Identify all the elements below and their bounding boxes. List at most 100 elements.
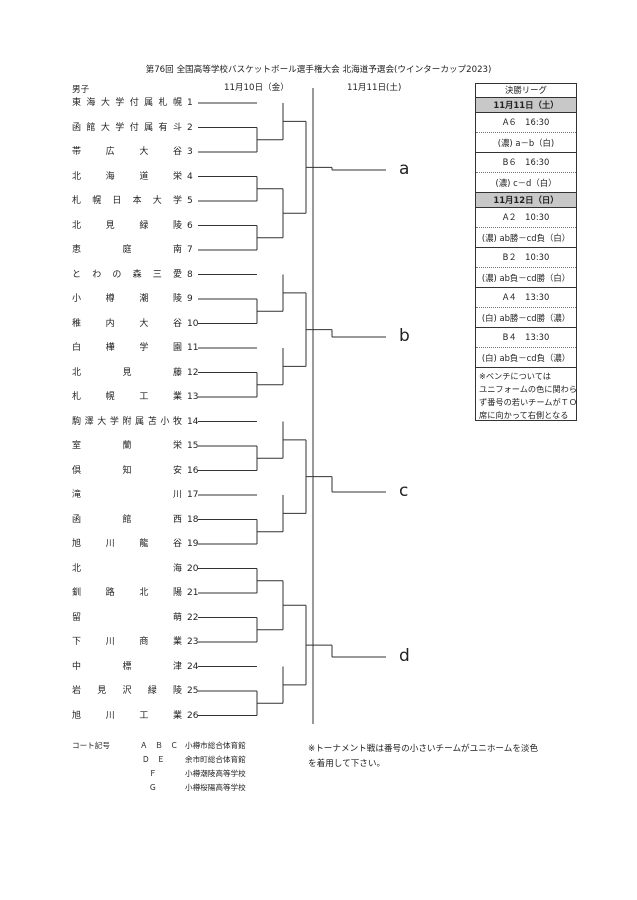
- court-venue: 小樽市総合体育館: [185, 741, 246, 750]
- pool-label: b: [399, 326, 410, 346]
- team-seed-number: 12: [187, 367, 199, 378]
- court-venue: 小樽桜陽高等学校: [185, 783, 246, 792]
- league-game: A２ 10:30 (濃) ab勝－cd負（白）: [476, 208, 576, 248]
- court-code: Ｆ: [149, 769, 157, 778]
- league-day-header: 11月11日（土）: [476, 98, 576, 113]
- game-matchup: (濃) ab負－cd勝（白）: [481, 273, 571, 283]
- team-name: 白樺学園: [72, 343, 182, 353]
- uniform-footnote: ※トーナメント戦は番号の小さいチームがユニホームを淡色 を着用して下さい。: [308, 742, 538, 772]
- team-name: 北見緑陵: [72, 220, 182, 231]
- bench-note: ※ベンチについては ユニフォームの色に関わら ず番号の若いチームがＴＯ 席に向か…: [476, 368, 578, 424]
- bench-note-line: ず番号の若いチームがＴＯ: [479, 397, 578, 407]
- pool-label: c: [399, 481, 409, 501]
- team-seed-number: 10: [187, 318, 199, 329]
- team-seed-number: 17: [187, 490, 199, 500]
- game-time: A２ 10:30: [476, 208, 576, 228]
- game-matchup: (濃) c－d（白）: [495, 178, 557, 188]
- team-name: 札幌日本大学: [72, 196, 182, 206]
- team-seed-number: 2: [187, 122, 193, 133]
- court-code: Ｄ Ｅ: [142, 755, 165, 764]
- final-league-box: 決勝リーグ 11月11日（土） A６ 16:30 (濃) a－b（白) B６ 1…: [475, 83, 577, 421]
- team-seed-number: 24: [187, 661, 199, 672]
- team-seed-number: 3: [187, 147, 193, 157]
- team-seed-number: 19: [187, 539, 199, 549]
- court-venue: 余市町総合体育館: [185, 755, 246, 764]
- team-name: 滝川: [72, 490, 182, 500]
- team-name: 下川商業: [72, 637, 182, 647]
- team-seed-number: 18: [187, 514, 199, 525]
- division-label: 男子: [72, 85, 90, 95]
- bench-note-line: ユニフォームの色に関わら: [479, 384, 578, 394]
- game-time: B６ 16:30: [476, 153, 576, 173]
- team-name: 北見藤: [72, 367, 182, 378]
- league-game: A４ 13:30 (白) ab勝－cd勝（濃）: [476, 288, 576, 328]
- team-name: 留萌: [72, 612, 182, 623]
- league-game: A６ 16:30 (濃) a－b（白): [476, 113, 576, 153]
- team-seed-number: 14: [187, 416, 199, 427]
- team-seed-number: 7: [187, 245, 193, 255]
- league-game: B６ 16:30 (濃) c－d（白）: [476, 153, 576, 193]
- team-name: 帯広大谷: [72, 147, 182, 157]
- pool-label: a: [399, 159, 410, 179]
- team-name: 釧路北陽: [72, 588, 182, 598]
- team-name: 恵庭南: [72, 245, 182, 255]
- team-name: 小樽潮陵: [72, 294, 182, 304]
- team-seed-number: 16: [187, 465, 199, 476]
- court-code: Ａ Ｂ Ｃ: [140, 741, 178, 750]
- team-seed-number: 11: [187, 343, 199, 353]
- team-seed-number: 4: [187, 171, 193, 182]
- game-time: B４ 13:30: [476, 328, 576, 348]
- footnote-line: ※トーナメント戦は番号の小さいチームがユニホームを淡色: [308, 744, 539, 754]
- team-seed-number: 22: [187, 612, 199, 623]
- game-matchup: (白) ab負－cd負（濃）: [481, 353, 571, 363]
- pool-label: d: [399, 646, 410, 666]
- team-name: 北海: [72, 563, 182, 574]
- team-seed-number: 23: [187, 637, 199, 647]
- team-seed-number: 20: [187, 563, 199, 574]
- team-name: 駒澤大学附属苫小牧: [72, 416, 182, 427]
- team-seed-number: 6: [187, 220, 193, 231]
- league-game: B４ 13:30 (白) ab負－cd負（濃）: [476, 328, 576, 368]
- court-code-label: コート記号: [72, 741, 110, 750]
- team-seed-number: 21: [187, 588, 199, 598]
- team-seed-number: 5: [187, 196, 193, 206]
- team-seed-number: 26: [187, 710, 199, 721]
- team-seed-number: 25: [187, 686, 199, 696]
- team-name: 倶知安: [72, 465, 182, 476]
- team-name: 旭川工業: [72, 710, 182, 721]
- date-round-1: 11月10日（金）: [224, 83, 289, 93]
- league-day-header: 11月12日（日）: [476, 193, 576, 208]
- game-matchup: (白) ab勝－cd勝（濃）: [481, 313, 571, 323]
- game-matchup: (濃) a－b（白): [497, 138, 555, 148]
- team-name: 東海大学付属札幌: [72, 98, 182, 108]
- team-seed-number: 9: [187, 294, 193, 304]
- bench-note-line: 席に向かって右側となる: [479, 410, 569, 420]
- team-name: 札幌工業: [72, 392, 182, 402]
- bench-note-line: ※ベンチについては: [479, 371, 551, 381]
- page-title: 第76回 全国高等学校バスケットボール選手権大会 北海道予選会(ウインターカップ…: [145, 65, 492, 75]
- team-seed-number: 1: [187, 98, 193, 108]
- league-game: B２ 10:30 (濃) ab負－cd勝（白）: [476, 248, 576, 288]
- game-time: B２ 10:30: [476, 248, 576, 268]
- team-seed-number: 13: [187, 392, 199, 402]
- team-name: 函館大学付属有斗: [72, 122, 182, 133]
- game-time: A４ 13:30: [476, 288, 576, 308]
- team-name: 函館西: [72, 514, 182, 525]
- court-code: Ｇ: [149, 783, 157, 792]
- game-time: A６ 16:30: [476, 113, 576, 133]
- date-round-2: 11月11日(土): [347, 83, 402, 93]
- team-seed-number: 8: [187, 269, 193, 280]
- league-title: 決勝リーグ: [476, 84, 576, 98]
- team-name: 室蘭栄: [72, 441, 182, 451]
- court-venue: 小樽潮陵高等学校: [185, 769, 246, 778]
- team-name: 岩見沢緑陵: [72, 686, 182, 696]
- team-name: とわの森三愛: [72, 269, 182, 280]
- team-name: 北海道栄: [72, 171, 182, 182]
- team-seed-number: 15: [187, 441, 199, 451]
- game-matchup: (濃) ab勝－cd負（白）: [481, 233, 571, 243]
- team-name: 中標津: [72, 661, 182, 672]
- footnote-line: を着用して下さい。: [308, 759, 386, 769]
- team-name: 稚内大谷: [72, 318, 182, 329]
- team-name: 旭川龍谷: [72, 539, 182, 549]
